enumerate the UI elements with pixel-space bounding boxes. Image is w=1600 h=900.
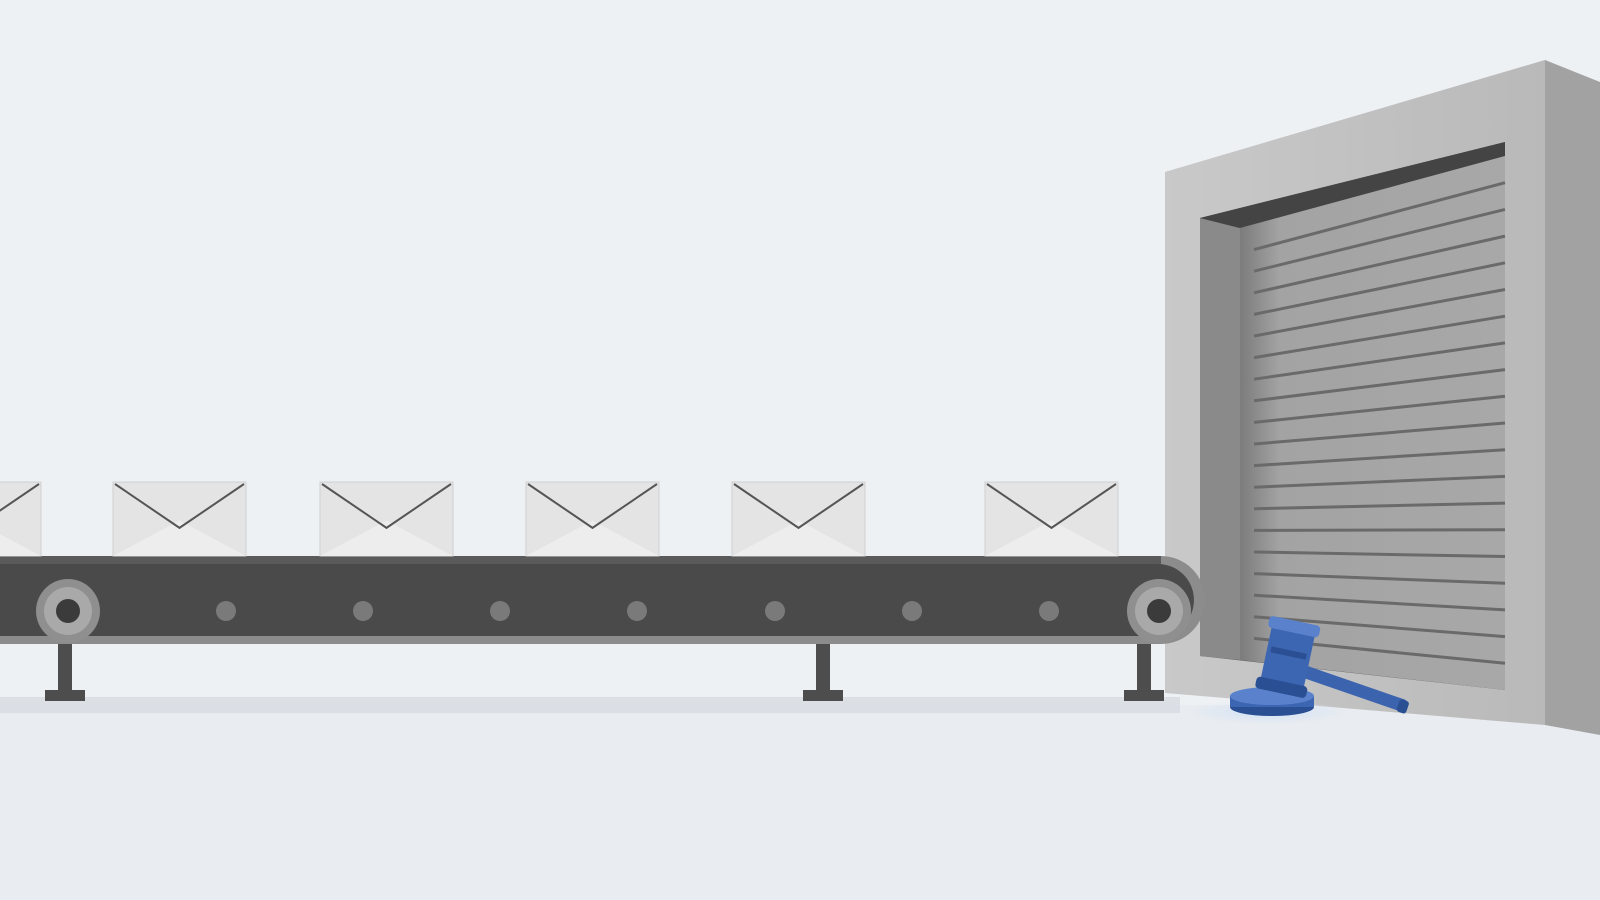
gavel-head-band (1270, 646, 1307, 660)
belt-bolts (216, 601, 1059, 621)
shutter-slat (1253, 615, 1506, 639)
roller-right (1127, 579, 1191, 643)
envelopes (0, 481, 1119, 557)
leg (58, 640, 72, 692)
envelope-icon (0, 481, 42, 557)
roller-hub (56, 599, 80, 623)
bolt (216, 601, 236, 621)
gavel-head-cap-top (1268, 616, 1321, 638)
envelope-icon (319, 481, 454, 557)
shutter-slat (1253, 261, 1506, 316)
leg (816, 640, 830, 692)
bolt (902, 601, 922, 621)
shutter-slat (1253, 593, 1506, 612)
gavel-handle-end (1396, 699, 1409, 714)
shutter-slat (1253, 448, 1506, 468)
shutter-slat (1253, 394, 1506, 424)
roller-left (36, 579, 100, 643)
door-reveal-left (1200, 218, 1240, 660)
shutter-slat (1253, 207, 1506, 273)
shutter-slat (1253, 501, 1506, 511)
leg-foot (1124, 690, 1164, 701)
bolt (490, 601, 510, 621)
envelope-icon (112, 481, 247, 557)
gavel-head-cap-bottom (1255, 676, 1308, 698)
warehouse-building (1165, 60, 1600, 735)
shutter-slat (1253, 528, 1506, 532)
shutter-slat (1253, 288, 1506, 338)
shutter-slat (1253, 421, 1506, 446)
rolling-shutter (1240, 156, 1505, 690)
gavel-icon (1188, 616, 1409, 724)
envelope-icon (731, 481, 866, 557)
conveyor-belt (0, 556, 1205, 701)
wall-side (1545, 60, 1600, 735)
shutter-slat (1253, 474, 1506, 489)
belt-body (0, 564, 1194, 636)
bolt (627, 601, 647, 621)
gavel-head (1255, 616, 1321, 698)
gavel-handle (1292, 662, 1406, 712)
envelope-icon (525, 481, 660, 557)
shutter-slat (1253, 314, 1506, 360)
belt-top (0, 556, 1161, 564)
floor (0, 705, 1600, 900)
bolt (765, 601, 785, 621)
shutter-slat (1253, 550, 1506, 558)
shutter-slat (1253, 572, 1506, 585)
bolt (353, 601, 373, 621)
leg-foot (45, 690, 85, 701)
door-reveal-top (1200, 142, 1505, 228)
leg-foot (803, 690, 843, 701)
shutter-slats (1253, 181, 1506, 665)
gavel-head-body (1260, 619, 1316, 695)
conveyor-legs (45, 640, 1164, 701)
shutter-slat (1253, 341, 1506, 381)
leg (1137, 640, 1151, 692)
conveyor-shadow (0, 697, 1180, 713)
envelope-icon (984, 481, 1119, 557)
roller-hub (1147, 599, 1171, 623)
shutter-slat (1253, 234, 1506, 295)
shutter-slat (1253, 368, 1506, 403)
shutter-slat (1253, 181, 1506, 252)
bolt (1039, 601, 1059, 621)
